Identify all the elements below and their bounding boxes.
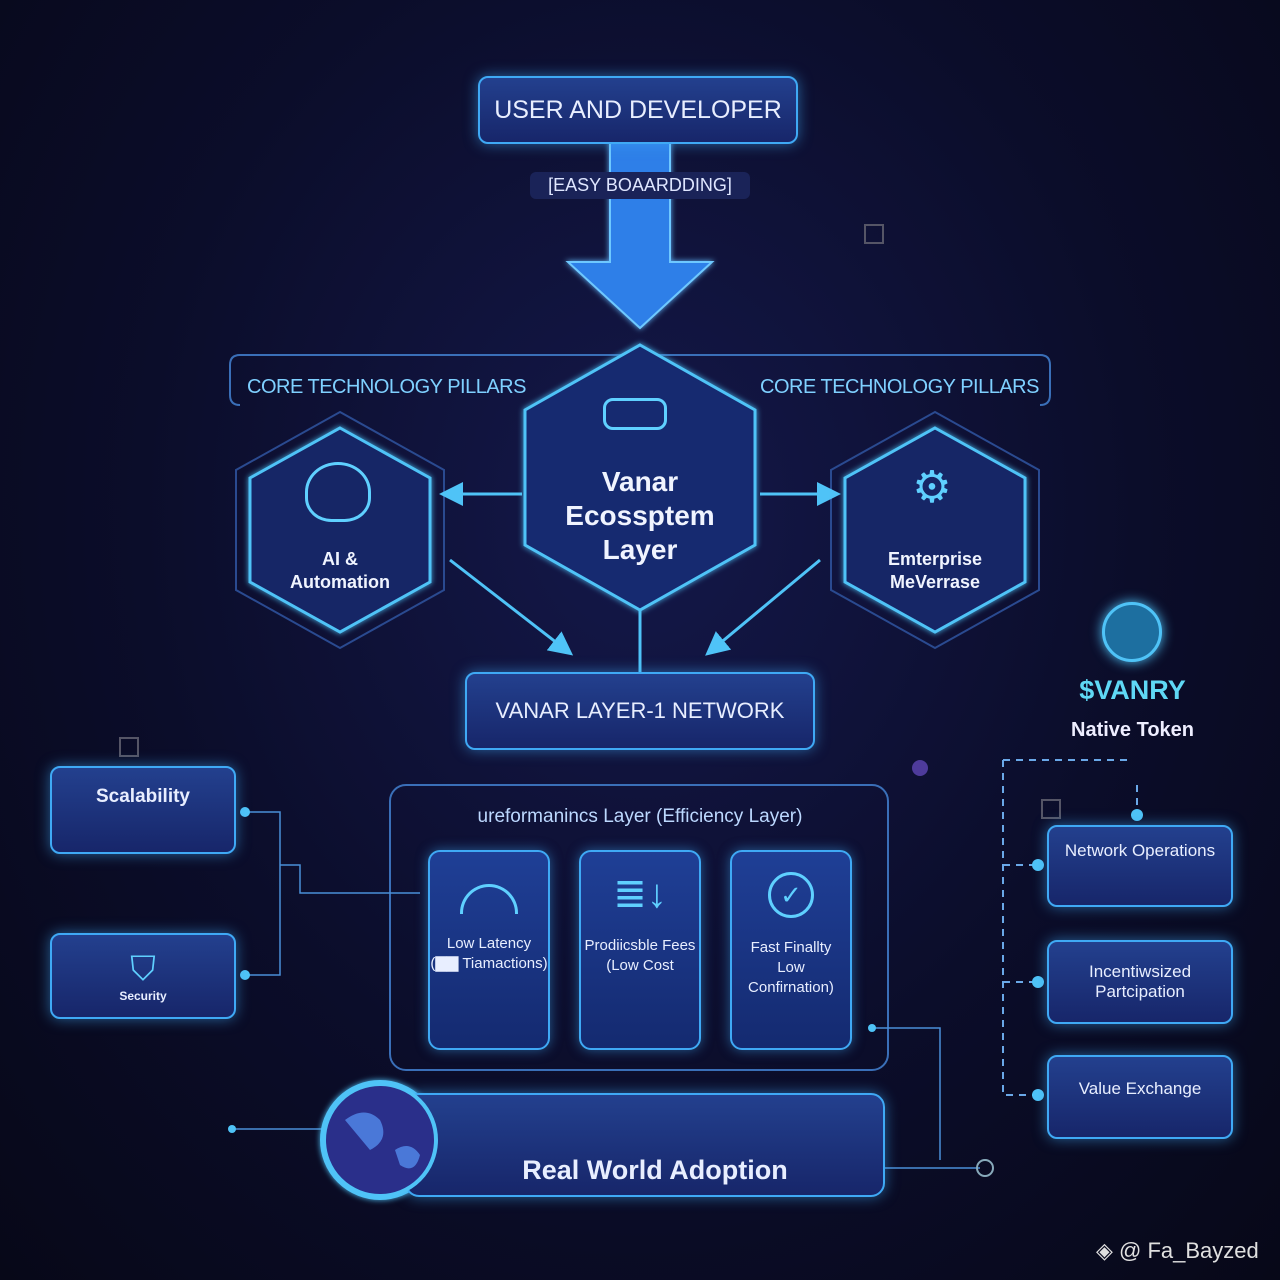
- scalability-label: Scalability: [96, 786, 190, 807]
- pillars-label-left: CORE TECHNOLOGY PILLARS: [247, 376, 526, 398]
- value-exchange-box: Value Exchange: [1047, 1055, 1233, 1139]
- down-arrow: [565, 139, 715, 330]
- user-developer-box: USER AND DEVELOPER: [478, 76, 798, 144]
- left-hexagon: [248, 426, 432, 634]
- vr-headset-icon: [603, 398, 667, 430]
- check-clock-icon: ✓: [768, 872, 814, 918]
- token-icon: [1102, 602, 1162, 662]
- perf-layer-title: ureformanincs Layer (Efficiency Layer): [477, 806, 803, 827]
- incentivized-participation-box: Incentiwsized Partcipation: [1047, 940, 1233, 1024]
- security-label: Security: [119, 989, 167, 1003]
- ai-hex-label: AI & Automation: [290, 549, 390, 592]
- gears-icon: ⚙: [912, 463, 952, 512]
- user-developer-label: USER AND DEVELOPER: [494, 95, 782, 124]
- right-box-label: Incentiwsized Partcipation: [1088, 962, 1192, 1001]
- perf-card-text: Fast Finallty Low Confirnation): [748, 939, 834, 996]
- real-world-adoption-box: Real World Adoption: [405, 1093, 885, 1197]
- watermark: ◈ @ Fa_Bayzed: [1096, 1238, 1259, 1263]
- perf-card-text: Low Latency (▇▇ Tiamactions): [430, 935, 548, 972]
- ai-brain-icon: [305, 462, 371, 522]
- security-box: ⛉ Security: [50, 933, 236, 1019]
- pillars-label-right: CORE TECHNOLOGY PILLARS: [760, 376, 1039, 398]
- scalability-box: Scalability: [50, 766, 236, 854]
- adoption-label: Real World Adoption: [522, 1154, 788, 1185]
- coins-down-icon: ≣↓: [613, 872, 667, 916]
- layer1-network-box: VANAR LAYER-1 NETWORK: [465, 672, 815, 750]
- ecosystem-hex-label: Vanar Ecossptem Layer: [565, 466, 715, 565]
- perf-card-text: Prodiicsble Fees (Low Cost: [584, 937, 696, 974]
- speedometer-icon: [460, 884, 518, 914]
- perf-card-finality: ✓ Fast Finallty Low Confirnation): [730, 850, 852, 1050]
- enterprise-hex-label: Emterprise MeVerrase: [887, 549, 983, 592]
- right-box-label: Network Operations: [1064, 841, 1216, 860]
- watermark-text: @ Fa_Bayzed: [1119, 1238, 1259, 1263]
- network-operations-box: Network Operations: [1047, 825, 1233, 907]
- token-name: $VANRY: [1079, 675, 1186, 705]
- token-subtitle: Native Token: [1071, 719, 1194, 741]
- perf-card-latency: Low Latency (▇▇ Tiamactions): [428, 850, 550, 1050]
- right-hexagon: [843, 426, 1027, 634]
- perf-card-fees: ≣↓ Prodiicsble Fees (Low Cost: [579, 850, 701, 1050]
- right-box-label: Value Exchange: [1078, 1079, 1202, 1098]
- shield-icon: ⛉: [130, 950, 156, 988]
- onboarding-label: [EASY BOAARDDING]: [530, 172, 750, 199]
- network-label: VANAR LAYER-1 NETWORK: [495, 698, 785, 723]
